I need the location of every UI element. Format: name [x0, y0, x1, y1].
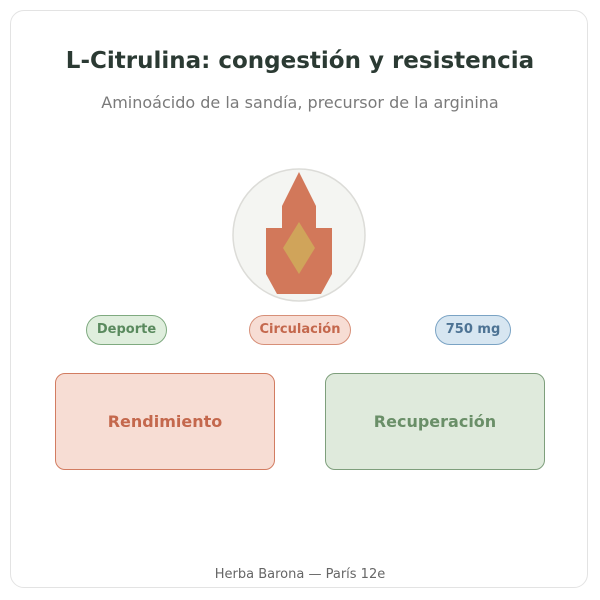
tag-circulacion: Circulación	[249, 315, 351, 345]
box-rendimiento: Rendimiento	[55, 373, 275, 470]
box-recuperacion: Recuperación	[325, 373, 545, 470]
flame-icon	[232, 168, 366, 302]
tag-deporte: Deporte	[86, 315, 167, 345]
tag-dose: 750 mg	[435, 315, 511, 345]
footer-text: Herba Barona — París 12e	[214, 567, 386, 582]
page-subtitle: Aminoácido de la sandía, precursor de la…	[101, 93, 499, 112]
box-rendimiento-label: Rendimiento	[107, 412, 223, 431]
box-recuperacion-label: Recuperación	[373, 412, 497, 431]
flame-core	[283, 222, 315, 274]
page-title: L-Citrulina: congestión y resistencia	[65, 48, 535, 74]
